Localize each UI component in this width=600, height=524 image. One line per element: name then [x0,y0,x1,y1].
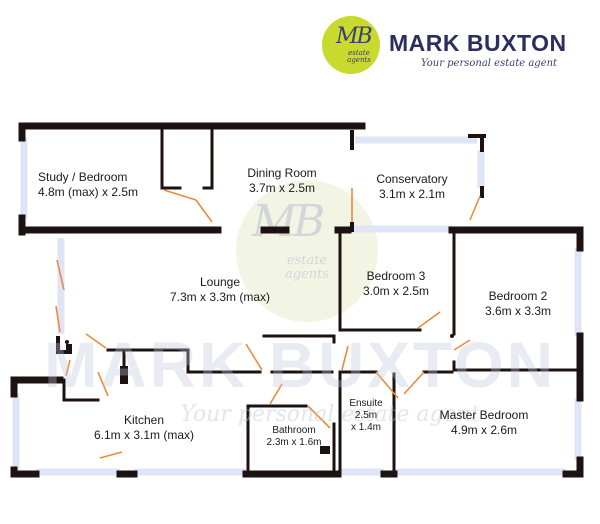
room-name: Kitchen [123,413,165,427]
wall-post [120,366,128,384]
room-name: Bathroom [272,425,316,436]
door-swing [269,383,283,405]
room-name: Bedroom 2 [488,289,548,303]
room-dimensions: 3.0m x 2.5m [362,284,430,298]
room-label-bedroom2: Bedroom 2 3.6m x 3.3m [472,289,564,319]
door-swing [56,259,65,291]
door-swing [99,451,123,459]
door-swing [55,305,61,333]
logo-monogram: MB [336,24,373,49]
room-name: Ensuite [349,398,383,409]
room-label-bedroom3: Bedroom 3 3.0m x 2.5m [350,269,442,299]
door-swing [341,345,349,371]
room-label-lounge: Lounge 7.3m x 3.3m (max) [140,275,300,305]
room-name: Bedroom 3 [366,269,426,283]
door-swing [97,371,109,397]
room-label-master-bedroom: Master Bedroom 4.9m x 2.6m [422,408,546,438]
door-swing [307,405,331,429]
brand-tagline: Your personal estate agent [421,58,558,69]
logo-circle [322,16,380,74]
room-dimensions: 3.6m x 3.3m [484,304,552,318]
room-name: Master Bedroom [439,408,529,422]
door-swing [469,195,481,221]
room-label-dining: Dining Room 3.7m x 2.5m [228,166,336,196]
room-dimensions: 3.7m x 2.5m [248,181,316,195]
room-label-conservatory: Conservatory 3.1m x 2.1m [362,172,462,202]
room-name: Conservatory [376,172,448,186]
door-swing [195,199,213,223]
watermark-monogram: MB [252,196,325,247]
room-dimensions: 4.8m (max) x 2.5m [38,185,139,199]
room-dimensions: 2.5m [354,410,378,421]
watermark-monogram-subtitle: estate agents [284,253,330,282]
door-swing [163,189,197,201]
room-dimensions: 4.9m x 2.6m [450,423,518,437]
room-name: Study / Bedroom [38,170,128,184]
room-dimensions: x 1.4m [350,422,381,433]
door-hinge [65,340,69,344]
wall-post [66,344,72,350]
watermark-circle [236,180,378,322]
room-label-bathroom: Bathroom 2.3m x 1.6m [254,425,334,449]
room-dimensions: 7.3m x 3.3m (max) [169,290,271,304]
logo-monogram-subtitle: estate agents [347,49,371,64]
door-swing [245,343,263,371]
walls [10,122,584,478]
room-name: Dining Room [247,166,317,180]
watermark-brand-name: MARK BUXTON [44,329,556,401]
watermark-tagline: Your personal estate agent [180,402,480,427]
door-swings [55,188,481,459]
door-swing [65,359,71,377]
room-label-kitchen: Kitchen 6.1m x 3.1m (max) [80,413,208,443]
door-swing [403,371,425,395]
room-dimensions: 6.1m x 3.1m (max) [93,428,195,442]
room-dimensions: 2.3m x 1.6m [266,437,322,448]
door-swing [85,333,107,349]
room-label-ensuite: Ensuite 2.5m x 1.4m [340,398,392,434]
room-label-study: Study / Bedroom 4.8m (max) x 2.5m [38,170,138,200]
door-hinges [65,334,454,344]
brand-name: MARK BUXTON [389,30,567,56]
windows [12,136,582,476]
door-swing [417,311,441,329]
door-swing [375,371,399,399]
door-swing [453,339,471,351]
room-dimensions: 3.1m x 2.1m [378,187,446,201]
wall-posts [66,344,330,454]
wall-post [320,446,330,454]
room-name: Lounge [199,275,241,289]
door-hinge [450,334,454,338]
